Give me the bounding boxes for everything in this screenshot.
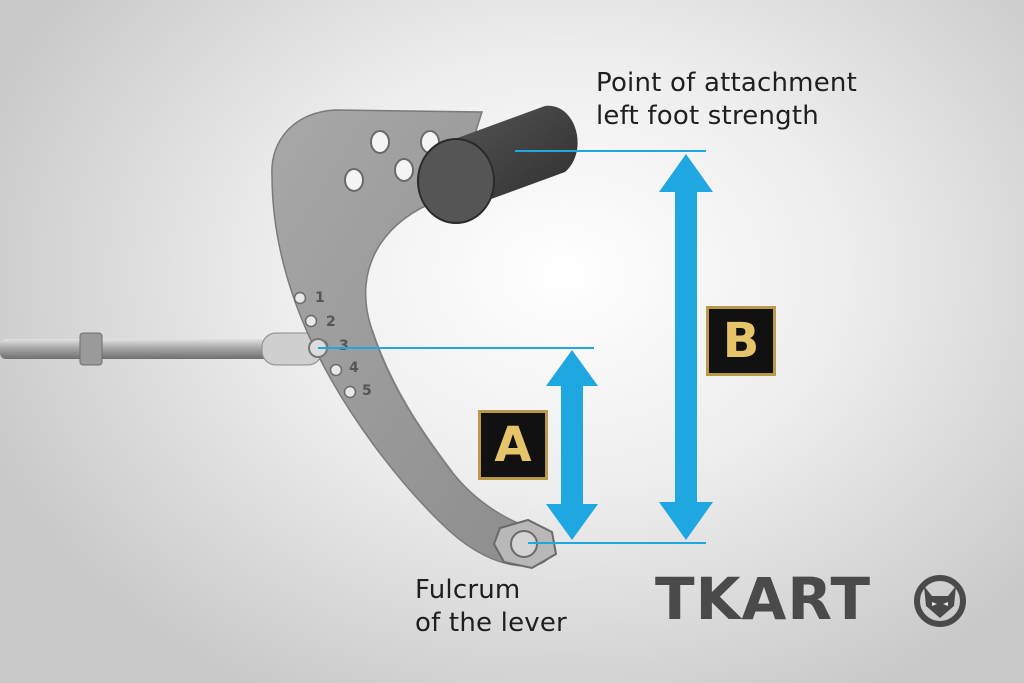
dimension-arrow-a [546, 350, 598, 540]
fulcrum-label-line-1: Fulcrum [415, 575, 521, 605]
fulcrum-bolt [492, 518, 558, 570]
attachment-label-line-1: Point of attachment [596, 68, 857, 98]
pedal-bar [417, 105, 578, 224]
dimension-arrow-b [659, 154, 713, 540]
hole-number-5: 5 [362, 383, 372, 399]
wolf-head-logo-icon [914, 575, 966, 627]
dimension-badge-a: A [478, 410, 548, 480]
hole-number-4: 4 [349, 360, 359, 376]
fulcrum-label-line-2: of the lever [415, 608, 567, 638]
hole-number-2: 2 [326, 314, 336, 330]
hole-number-3: 3 [339, 338, 349, 354]
lever-top-holes [344, 130, 440, 192]
reference-lines [318, 150, 706, 544]
attachment-point-label: Point of attachment left foot strength [596, 67, 857, 133]
attachment-label-line-2: left foot strength [596, 101, 819, 131]
brake-rod [0, 332, 323, 366]
brand-wordmark: TKART [655, 565, 872, 633]
hole-number-1: 1 [315, 290, 325, 306]
dimension-badge-b: B [706, 306, 776, 376]
fulcrum-label: Fulcrum of the lever [415, 574, 567, 640]
